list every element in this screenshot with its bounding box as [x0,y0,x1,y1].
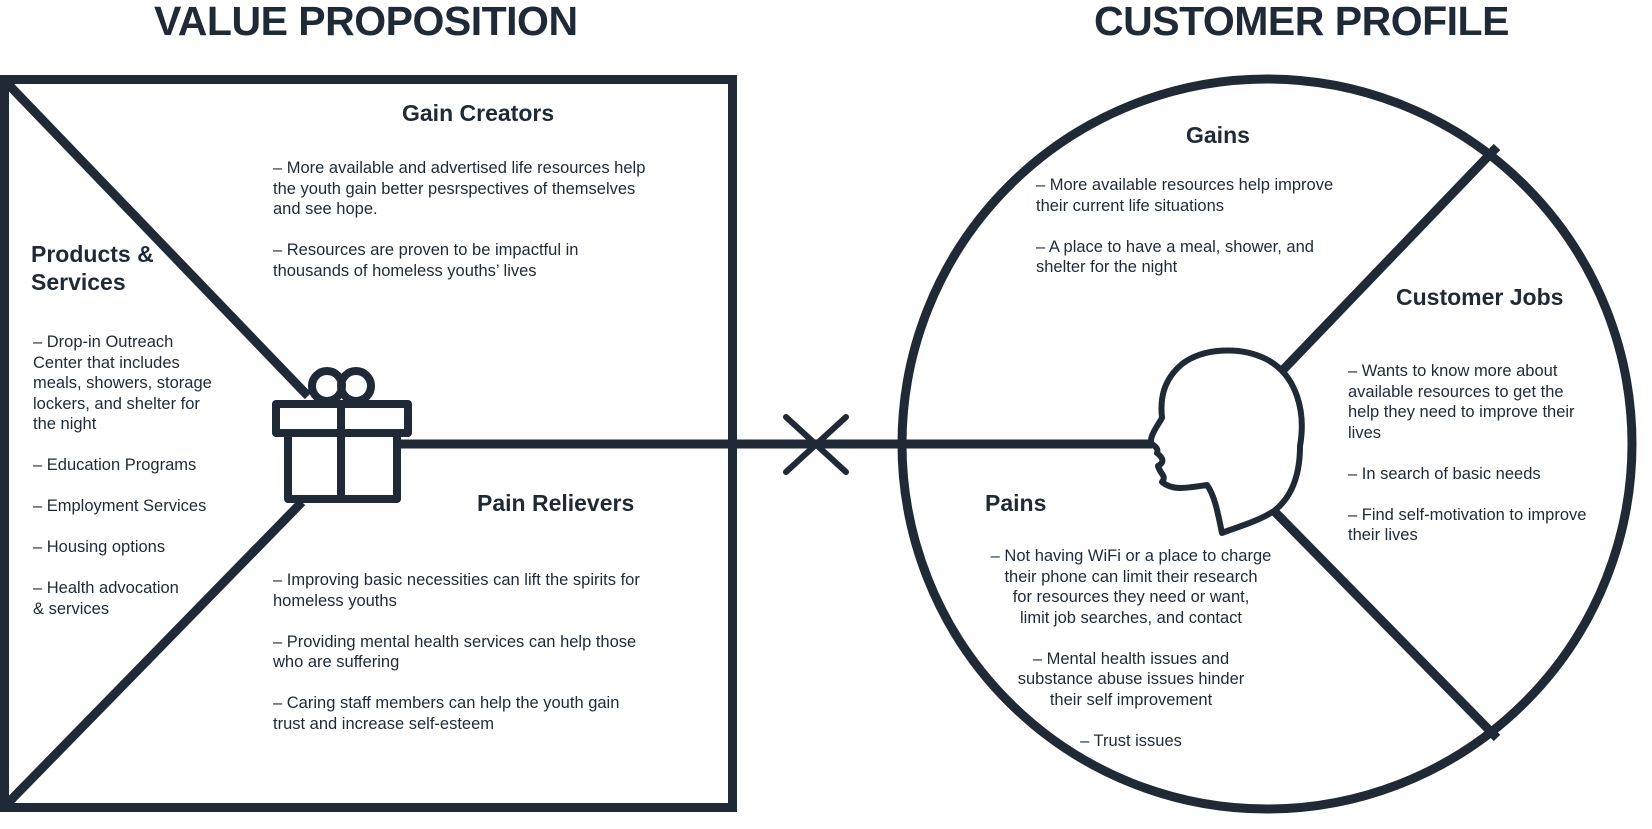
list-item: – Providing mental health services can h… [273,632,637,672]
fit-cross-icon [783,414,849,475]
list-item: – More available and advertised life res… [273,159,646,218]
pains-list: – Not having WiFi or a place to charge t… [966,546,1296,772]
pain-relievers-list: – Improving basic necessities can lift t… [273,570,713,755]
gain-creators-heading: Gain Creators [402,100,555,126]
customer-jobs-heading: Customer Jobs [1396,284,1564,310]
gain-creators-list: – More available and advertised life res… [273,158,713,302]
list-item: – Find self-motivation to improve their … [1348,505,1587,545]
gift-icon [272,367,412,503]
head-profile-icon [1147,347,1305,536]
gains-heading: Gains [1186,122,1250,148]
value-proposition-title: VALUE PROPOSITION [154,0,578,44]
divider-line-lower [3,498,306,808]
gains-list: – More available resources help improve … [1036,175,1376,298]
list-item: – Education Programs [33,456,197,474]
circle-divider-upper [1277,143,1501,376]
list-item: – More available resources help improve … [1036,176,1334,215]
list-item: – Employment Services [33,497,207,515]
divider-line-upper [3,79,312,400]
list-item: – Mental health issues and substance abu… [1017,649,1245,709]
customer-profile-circle [897,74,1637,814]
list-item: – Trust issues [1080,731,1182,750]
list-item: – A place to have a meal, shower, and sh… [1036,237,1314,277]
customer-profile-title: CUSTOMER PROFILE [1094,0,1509,44]
list-item: – Resources are proven to be impactful i… [273,241,579,280]
pains-heading: Pains [985,490,1047,516]
list-item: – Wants to know more about available res… [1348,362,1575,442]
list-item: – Health advocation & services [33,579,179,618]
pain-relievers-heading: Pain Relievers [477,490,635,516]
circle-divider-lower [1271,508,1501,742]
list-item: – Not having WiFi or a place to charge t… [990,547,1272,627]
products-services-list: – Drop-in Outreach Center that includes … [33,332,243,640]
list-item: – Caring staff members can help the yout… [273,694,620,733]
list-item: – Housing options [33,538,166,556]
list-item: – Drop-in Outreach Center that includes … [33,333,212,433]
list-item: – In search of basic needs [1348,464,1541,483]
list-item: – Improving basic necessities can lift t… [273,571,640,610]
products-services-heading: Products & Services [31,241,154,295]
customer-jobs-list: – Wants to know more about available res… [1348,361,1618,566]
